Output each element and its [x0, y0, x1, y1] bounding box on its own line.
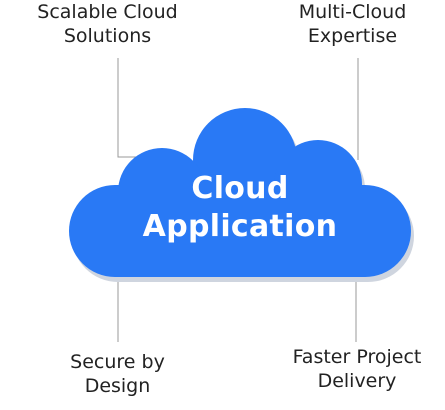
feature-faster-project-delivery: Faster Project Delivery — [272, 345, 442, 393]
cloud-title: Cloud Application — [105, 170, 375, 246]
cloud-title-line2: Application — [142, 209, 338, 244]
feature-label-line1: Secure by — [70, 351, 165, 373]
feature-multi-cloud-expertise: Multi-Cloud Expertise — [260, 0, 445, 48]
feature-label-line2: Design — [84, 375, 151, 397]
feature-label-line2: Solutions — [63, 25, 152, 47]
feature-label-line1: Multi-Cloud — [298, 1, 407, 23]
feature-label-line1: Scalable Cloud — [37, 1, 178, 23]
feature-secure-by-design: Secure by Design — [35, 350, 200, 398]
connector-top-left — [117, 58, 140, 158]
feature-scalable-cloud-solutions: Scalable Cloud Solutions — [10, 0, 205, 48]
feature-label-line2: Delivery — [317, 370, 397, 392]
cloud-shape — [69, 108, 411, 277]
feature-label-line1: Faster Project — [292, 346, 422, 368]
cloud-title-line1: Cloud — [191, 171, 289, 206]
feature-label-line2: Expertise — [307, 25, 398, 47]
